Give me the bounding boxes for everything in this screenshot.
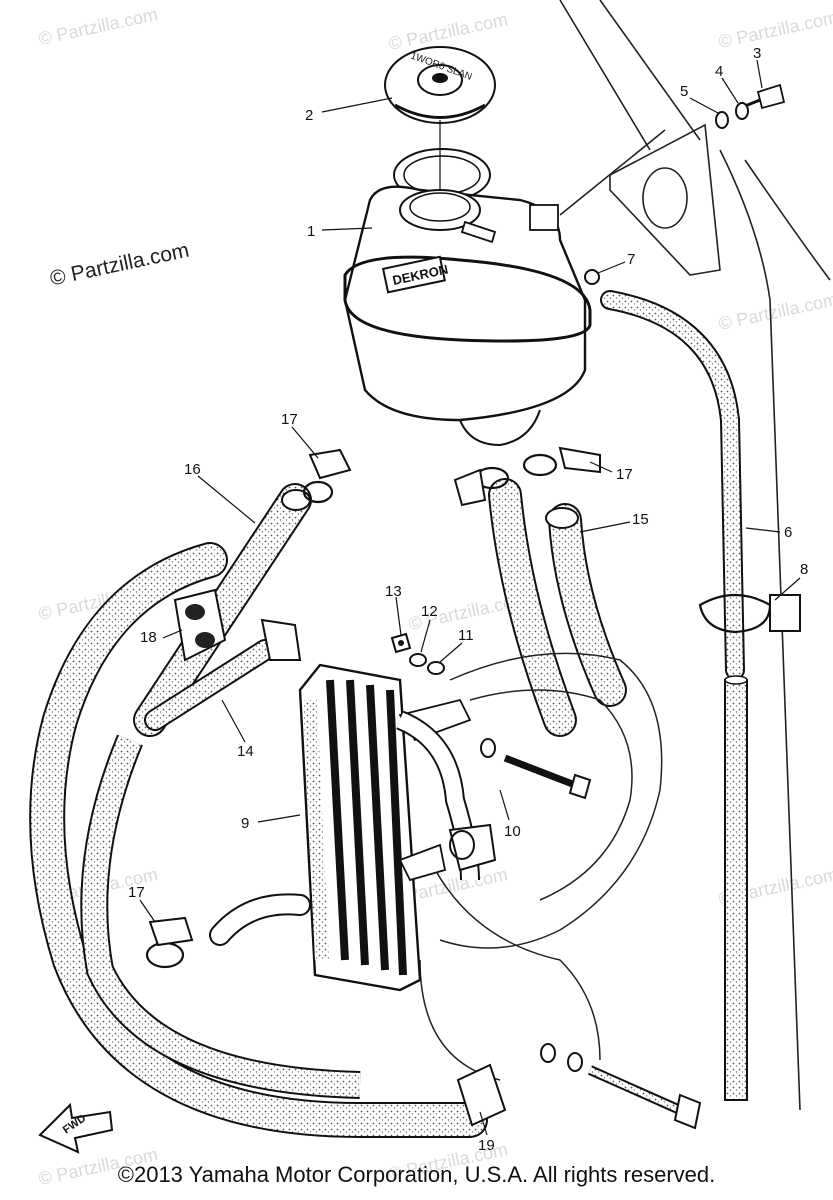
frame-bolt	[540, 1043, 702, 1130]
callout-13: 13	[385, 583, 402, 600]
radiator-cap: 1WOR0 SLAN	[384, 46, 496, 124]
bolt-and-washers	[715, 83, 786, 129]
watermark: © Partzilla.com	[717, 289, 833, 334]
callout-numbers: 2 1 3 4 5 6 7 8 9 10 11 12 13 14 15 16 1…	[128, 45, 808, 1154]
callout-10: 10	[504, 823, 521, 840]
frame-coolant-pipe	[29, 542, 488, 1138]
callout-19: 19	[478, 1137, 495, 1154]
copyright-notice: ©2013 Yamaha Motor Corporation, U.S.A. A…	[117, 1162, 716, 1187]
hose-clamp	[522, 446, 601, 477]
callout-9: 9	[241, 815, 249, 832]
callout-8: 8	[800, 561, 808, 578]
hose-clamp	[448, 823, 497, 872]
callout-7: 7	[627, 251, 635, 268]
callout-4: 4	[715, 63, 723, 80]
callout-12: 12	[421, 603, 438, 620]
upper-radiator-hose	[133, 483, 312, 737]
callout-17-bottom: 17	[128, 884, 145, 901]
forward-direction-arrow: FWD	[38, 1102, 114, 1154]
cooler-inlet-hose	[209, 893, 311, 946]
callout-18: 18	[140, 629, 157, 646]
pipe-clamp-block	[173, 588, 227, 662]
callout-1: 1	[307, 223, 315, 240]
hose-clamp	[453, 466, 510, 507]
lower-short-hose	[144, 639, 276, 731]
callout-14: 14	[237, 743, 254, 760]
tank-hose-clip	[584, 269, 600, 285]
lower-pipe-clamp	[456, 1063, 507, 1127]
callout-5: 5	[680, 83, 688, 100]
callout-17-right: 17	[616, 466, 633, 483]
hose-clamp	[302, 448, 352, 504]
hose-clip	[698, 594, 801, 634]
callout-3: 3	[753, 45, 761, 62]
callout-16: 16	[184, 461, 201, 478]
watermark: © Partzilla.com	[37, 4, 160, 49]
hose-clamp	[260, 618, 302, 661]
reservoir-tank: DEKRON	[343, 185, 592, 447]
callout-2: 2	[305, 107, 313, 124]
nut-and-washers	[390, 632, 445, 675]
hose-clamp	[145, 916, 194, 969]
overflow-hose	[600, 290, 748, 1101]
callout-11: 11	[458, 627, 474, 644]
frame-outline	[559, 0, 831, 1111]
callout-15: 15	[632, 511, 649, 528]
watermark: © Partzilla.com	[717, 7, 833, 52]
mounting-bolt	[480, 738, 592, 800]
callout-17-top: 17	[281, 411, 298, 428]
callout-leaders	[139, 59, 801, 1136]
callout-6: 6	[784, 524, 792, 541]
